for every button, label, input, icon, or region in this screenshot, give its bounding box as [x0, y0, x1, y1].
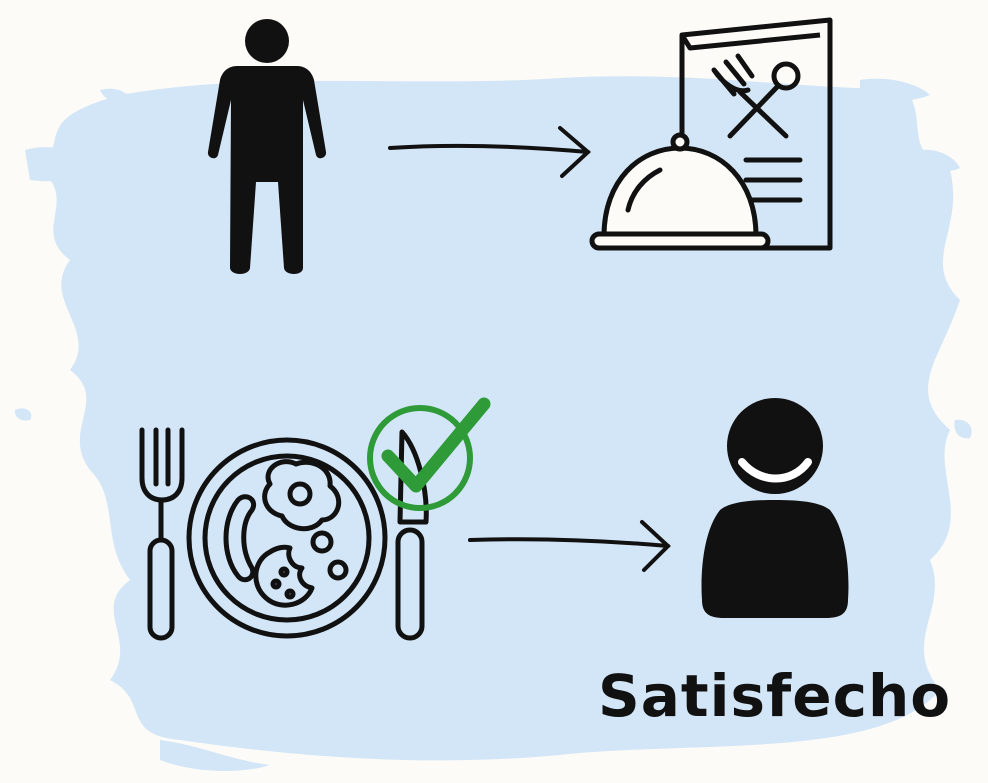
arrow-right-icon — [388, 126, 592, 178]
green-check-icon — [367, 397, 491, 511]
satisfied-caption: Satisfecho — [598, 662, 952, 730]
egg-icon — [262, 459, 342, 532]
plate-icon — [186, 437, 388, 639]
happy-customer-icon — [701, 398, 849, 618]
fork-icon — [139, 427, 185, 641]
cloche-icon — [589, 132, 771, 251]
arrow-right-icon — [468, 520, 671, 572]
person-icon — [207, 19, 327, 274]
cookie-icon — [253, 544, 315, 608]
fork-spoon-icon — [711, 53, 801, 139]
sausage-icon — [223, 494, 256, 583]
